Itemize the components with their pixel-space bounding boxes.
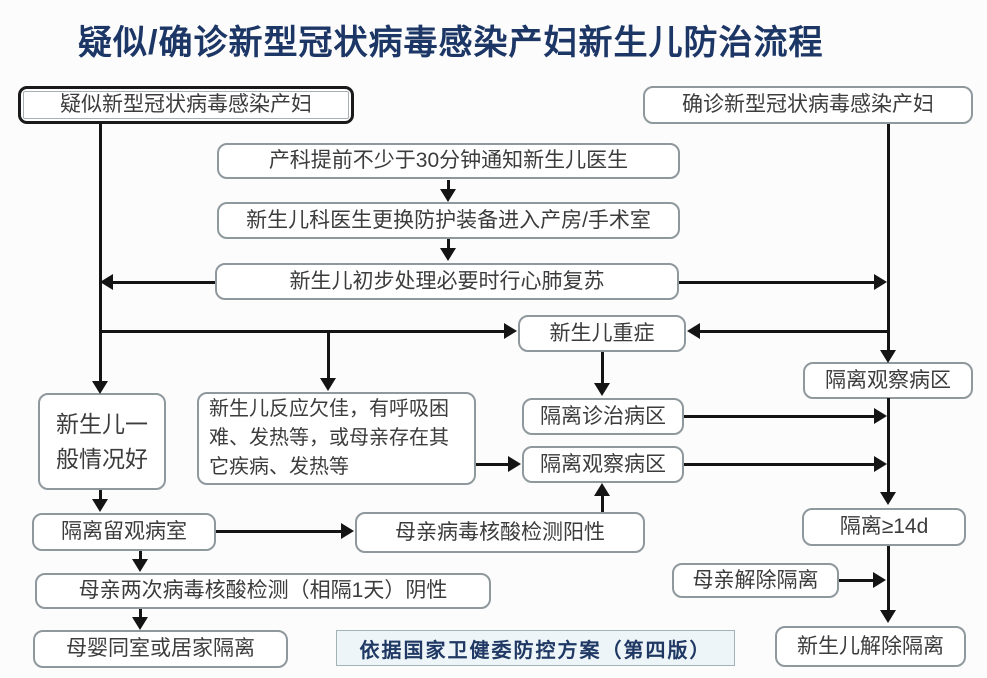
arrowhead-left-icon	[687, 323, 700, 339]
flow-line	[446, 180, 450, 190]
node-mother-two-tests-negative: 母亲两次病毒核酸检测（相隔1天）阴性	[35, 573, 491, 609]
node-isolation-observation-room-label: 隔离留观病室	[61, 520, 187, 544]
flow-line	[886, 398, 890, 493]
arrowhead-right-icon	[508, 456, 521, 472]
arrowhead-down-icon	[132, 559, 148, 572]
flow-line	[326, 331, 330, 379]
arrowhead-down-icon	[594, 383, 610, 396]
flow-line	[138, 609, 142, 618]
arrowhead-right-icon	[874, 456, 887, 472]
flow-line	[476, 462, 508, 466]
node-initial-treatment: 新生儿初步处理必要时行心肺复苏	[215, 263, 679, 300]
node-mother-release: 母亲解除隔离	[672, 563, 839, 598]
node-newborn-release-label: 新生儿解除隔离	[797, 634, 944, 658]
node-doctor-ppe: 新生儿科医生更换防护装备进入产房/手术室	[217, 202, 680, 239]
flow-line	[886, 546, 890, 611]
arrowhead-right-icon	[504, 323, 517, 339]
node-confirmed-mother-label: 确诊新型冠状病毒感染产妇	[682, 93, 934, 117]
flow-line	[100, 329, 504, 333]
arrowhead-down-icon	[440, 189, 456, 202]
flow-line	[699, 329, 888, 333]
node-isolation-observation-ward-right: 隔离观察病区	[803, 362, 973, 399]
arrowhead-left-icon	[100, 274, 113, 290]
arrowhead-right-icon	[873, 572, 886, 588]
node-suspect-mother: 疑似新型冠状病毒感染产妇	[18, 86, 354, 124]
note-basis-label: 依据国家卫健委防控方案（第四版）	[359, 637, 712, 662]
node-newborn-poor-condition: 新生儿反应欠佳，有呼吸困难、发热等，或母亲存在其它疾病、发热等	[197, 392, 476, 485]
node-isolation-treatment-ward-label: 隔离诊治病区	[540, 404, 666, 428]
node-mother-two-tests-negative-label: 母亲两次病毒核酸检测（相隔1天）阴性	[78, 579, 448, 603]
node-confirmed-mother: 确诊新型冠状病毒感染产妇	[643, 86, 973, 124]
flow-line	[839, 578, 873, 582]
note-basis: 依据国家卫健委防控方案（第四版）	[336, 630, 735, 666]
node-isolation-14d: 隔离≥14d	[802, 508, 966, 546]
flow-line	[600, 352, 604, 384]
arrowhead-down-icon	[92, 381, 108, 394]
arrowhead-down-icon	[132, 617, 148, 630]
flow-line	[600, 495, 604, 512]
flow-line	[684, 414, 874, 418]
node-isolation-observation-room: 隔离留观病室	[32, 513, 216, 551]
arrowhead-down-icon	[880, 610, 896, 623]
node-notify-neonatologist-label: 产科提前不少于30分钟通知新生儿医生	[268, 149, 629, 173]
node-newborn-poor-condition-label: 新生儿反应欠佳，有呼吸困难、发热等，或母亲存在其它疾病、发热等	[209, 398, 449, 478]
node-severe-newborn-label: 新生儿重症	[549, 321, 655, 345]
node-newborn-good-condition: 新生儿一般情况好	[38, 393, 166, 490]
node-notify-neonatologist: 产科提前不少于30分钟通知新生儿医生	[217, 143, 680, 179]
flow-line	[679, 280, 874, 284]
node-isolation-observation-ward-mid-label: 隔离观察病区	[540, 452, 666, 476]
flow-line	[446, 239, 450, 249]
flow-line	[684, 462, 874, 466]
page-title: 疑似/确诊新型冠状病毒感染产妇新生儿防治流程	[78, 24, 824, 62]
node-mother-test-positive-label: 母亲病毒核酸检测阳性	[395, 520, 605, 544]
node-doctor-ppe-label: 新生儿科医生更换防护装备进入产房/手术室	[246, 208, 651, 232]
node-rooming-in-or-home-isolation: 母婴同室或居家隔离	[33, 630, 288, 668]
arrowhead-right-icon	[341, 523, 354, 539]
arrowhead-down-icon	[880, 350, 896, 363]
arrowhead-down-icon	[92, 499, 108, 512]
node-mother-release-label: 母亲解除隔离	[692, 568, 819, 592]
arrowhead-down-icon	[320, 378, 336, 391]
flow-line	[138, 551, 142, 560]
arrowhead-down-icon	[880, 492, 896, 505]
arrowhead-up-icon	[594, 483, 610, 496]
node-suspect-mother-label: 疑似新型冠状病毒感染产妇	[60, 93, 312, 117]
node-newborn-good-condition-label: 新生儿一般情况好	[56, 411, 148, 472]
arrowhead-down-icon	[440, 248, 456, 261]
node-isolation-treatment-ward: 隔离诊治病区	[522, 398, 684, 435]
node-isolation-observation-ward-mid: 隔离观察病区	[522, 446, 684, 483]
flow-line	[886, 124, 890, 350]
flow-line	[98, 490, 102, 500]
arrowhead-right-icon	[874, 274, 887, 290]
node-isolation-observation-ward-right-label: 隔离观察病区	[825, 368, 951, 392]
flow-line	[216, 529, 341, 533]
arrowhead-right-icon	[874, 408, 887, 424]
node-isolation-14d-label: 隔离≥14d	[839, 515, 929, 539]
node-mother-test-positive: 母亲病毒核酸检测阳性	[355, 512, 645, 553]
node-severe-newborn: 新生儿重症	[518, 315, 686, 352]
node-rooming-in-or-home-isolation-label: 母婴同室或居家隔离	[66, 637, 255, 661]
flow-line	[112, 280, 215, 284]
node-initial-treatment-label: 新生儿初步处理必要时行心肺复苏	[289, 269, 605, 293]
node-newborn-release: 新生儿解除隔离	[775, 626, 966, 667]
flow-line	[98, 124, 102, 382]
